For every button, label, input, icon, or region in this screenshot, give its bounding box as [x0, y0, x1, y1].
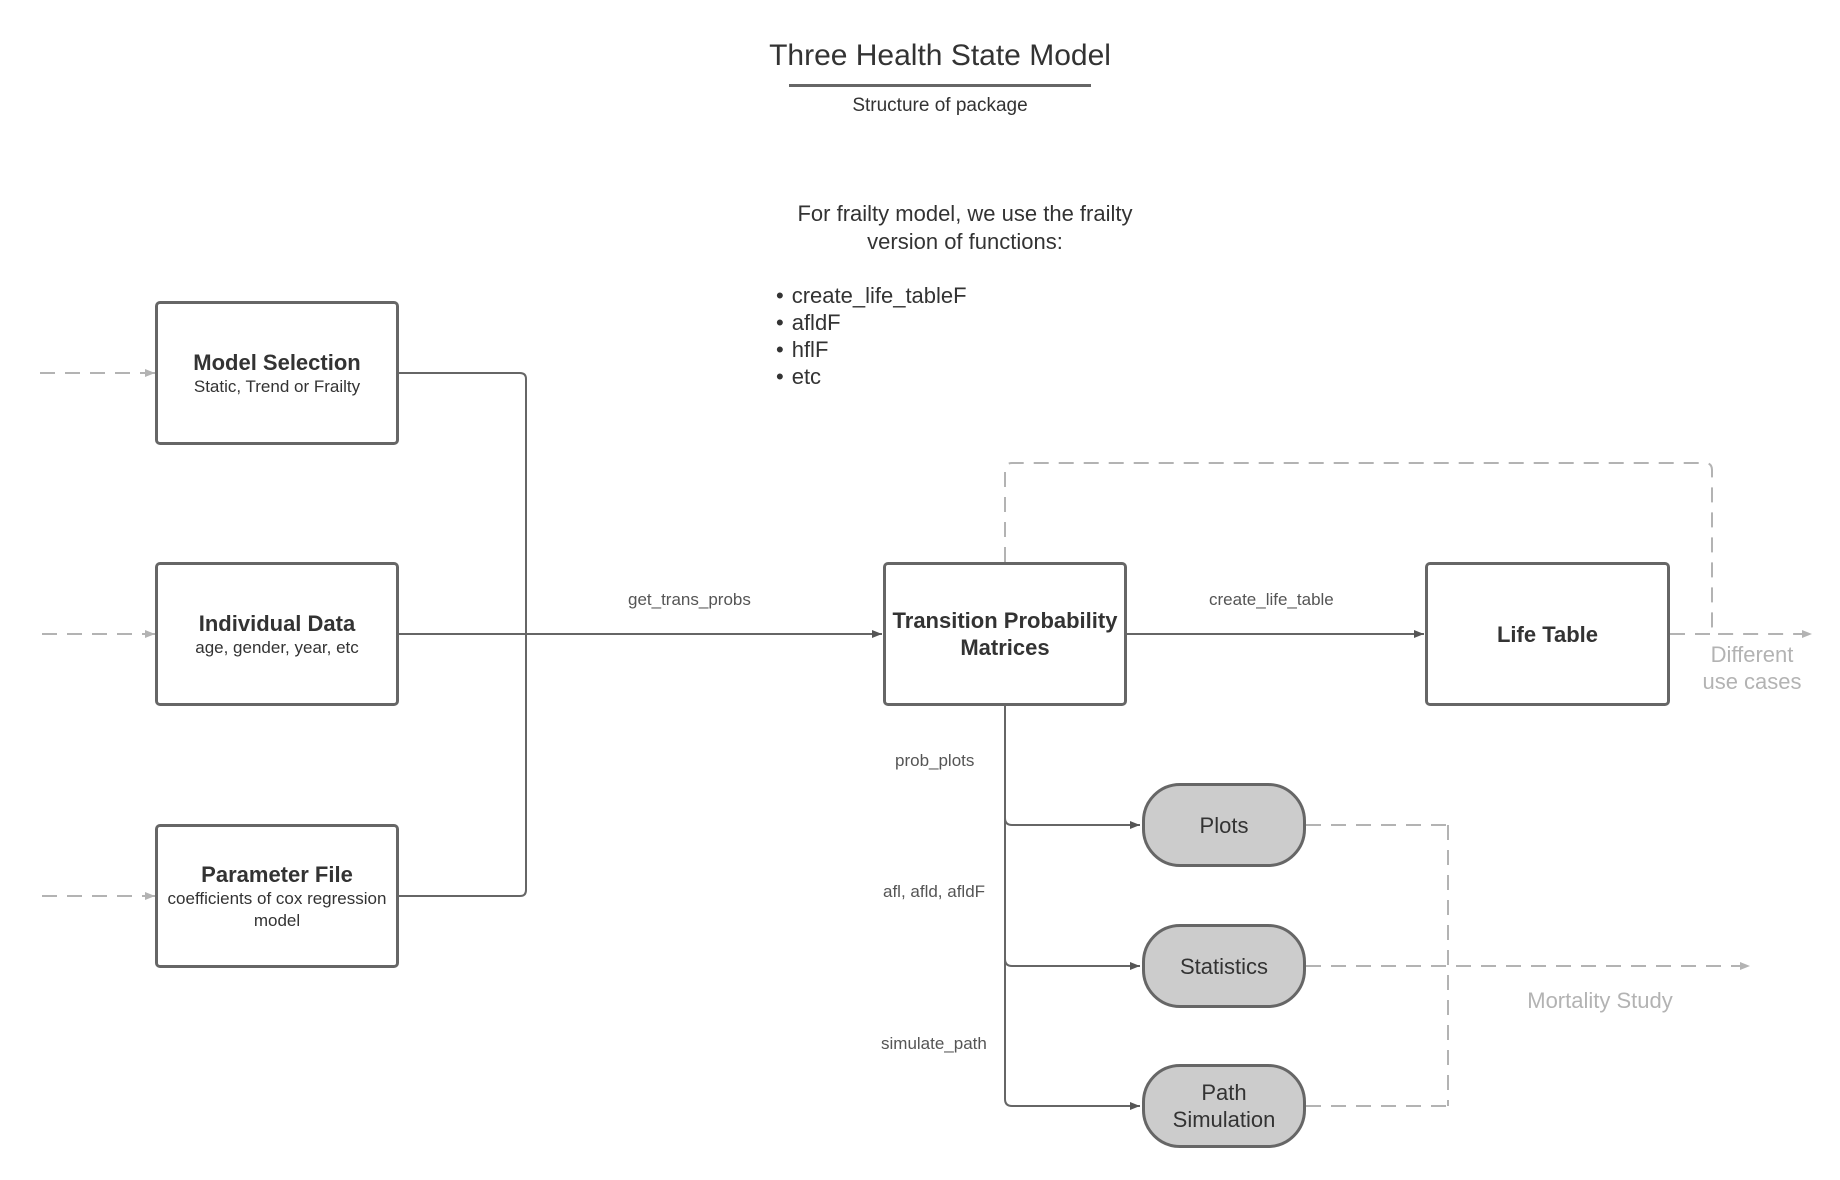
life-table-box: Life Table — [1425, 562, 1670, 706]
edge-label-afl: afl, afld, afldF — [883, 882, 986, 901]
edge-label-simulate-path: simulate_path — [881, 1034, 987, 1053]
individual-data-subtitle: age, gender, year, etc — [195, 637, 359, 657]
edge-label-prob-plots: prob_plots — [895, 751, 975, 770]
title-block: Three Health State Model Structure of pa… — [740, 38, 1140, 117]
parameter-file-box: Parameter File coefficients of cox regre… — [155, 824, 399, 968]
model-selection-box: Model Selection Static, Trend or Frailty — [155, 301, 399, 445]
frailty-function-item: hflF — [776, 336, 967, 363]
model-selection-title: Model Selection — [193, 349, 361, 375]
individual-data-title: Individual Data — [198, 610, 356, 636]
frailty-function-item: create_life_tableF — [776, 282, 967, 309]
path-simulation-node: Path Simulation — [1142, 1064, 1306, 1148]
mortality-study-label: Mortality Study — [1527, 988, 1673, 1013]
connector-simulate-path — [1004, 959, 1140, 1110]
transition-probability-box: Transition Probability Matrices — [883, 562, 1127, 706]
frailty-note: For frailty model, we use the frailty ve… — [797, 201, 1133, 254]
parameter-file-subtitle: coefficients of cox regression model — [167, 888, 387, 930]
connector-parameter-file — [398, 634, 527, 897]
connector-statistics — [1004, 818, 1140, 970]
dashed-loop-connector — [1004, 462, 1812, 638]
diagram-title: Three Health State Model — [769, 39, 1111, 72]
edge-label-get-trans-probs: get_trans_probs — [628, 590, 751, 609]
plots-node: Plots — [1142, 783, 1306, 867]
individual-data-box: Individual Data age, gender, year, etc — [155, 562, 399, 706]
transition-probability-title: Transition Probability Matrices — [892, 608, 1118, 660]
statistics-node: Statistics — [1142, 924, 1306, 1008]
model-selection-subtitle: Static, Trend or Frailty — [193, 376, 361, 396]
connector-model-selection — [398, 372, 527, 634]
title-divider — [789, 84, 1091, 87]
different-use-cases-label: Different use cases — [1702, 642, 1802, 694]
parameter-file-title: Parameter File — [201, 861, 353, 887]
diagram-subtitle: Structure of package — [852, 95, 1028, 116]
connector-prob-plots — [1004, 706, 1140, 829]
frailty-function-item: afldF — [776, 309, 967, 336]
frailty-function-item: etc — [776, 363, 967, 390]
frailty-function-list: create_life_tableF afldF hflF etc — [776, 282, 967, 390]
life-table-title: Life Table — [1496, 621, 1599, 647]
edge-label-create-life-table: create_life_table — [1209, 590, 1334, 609]
